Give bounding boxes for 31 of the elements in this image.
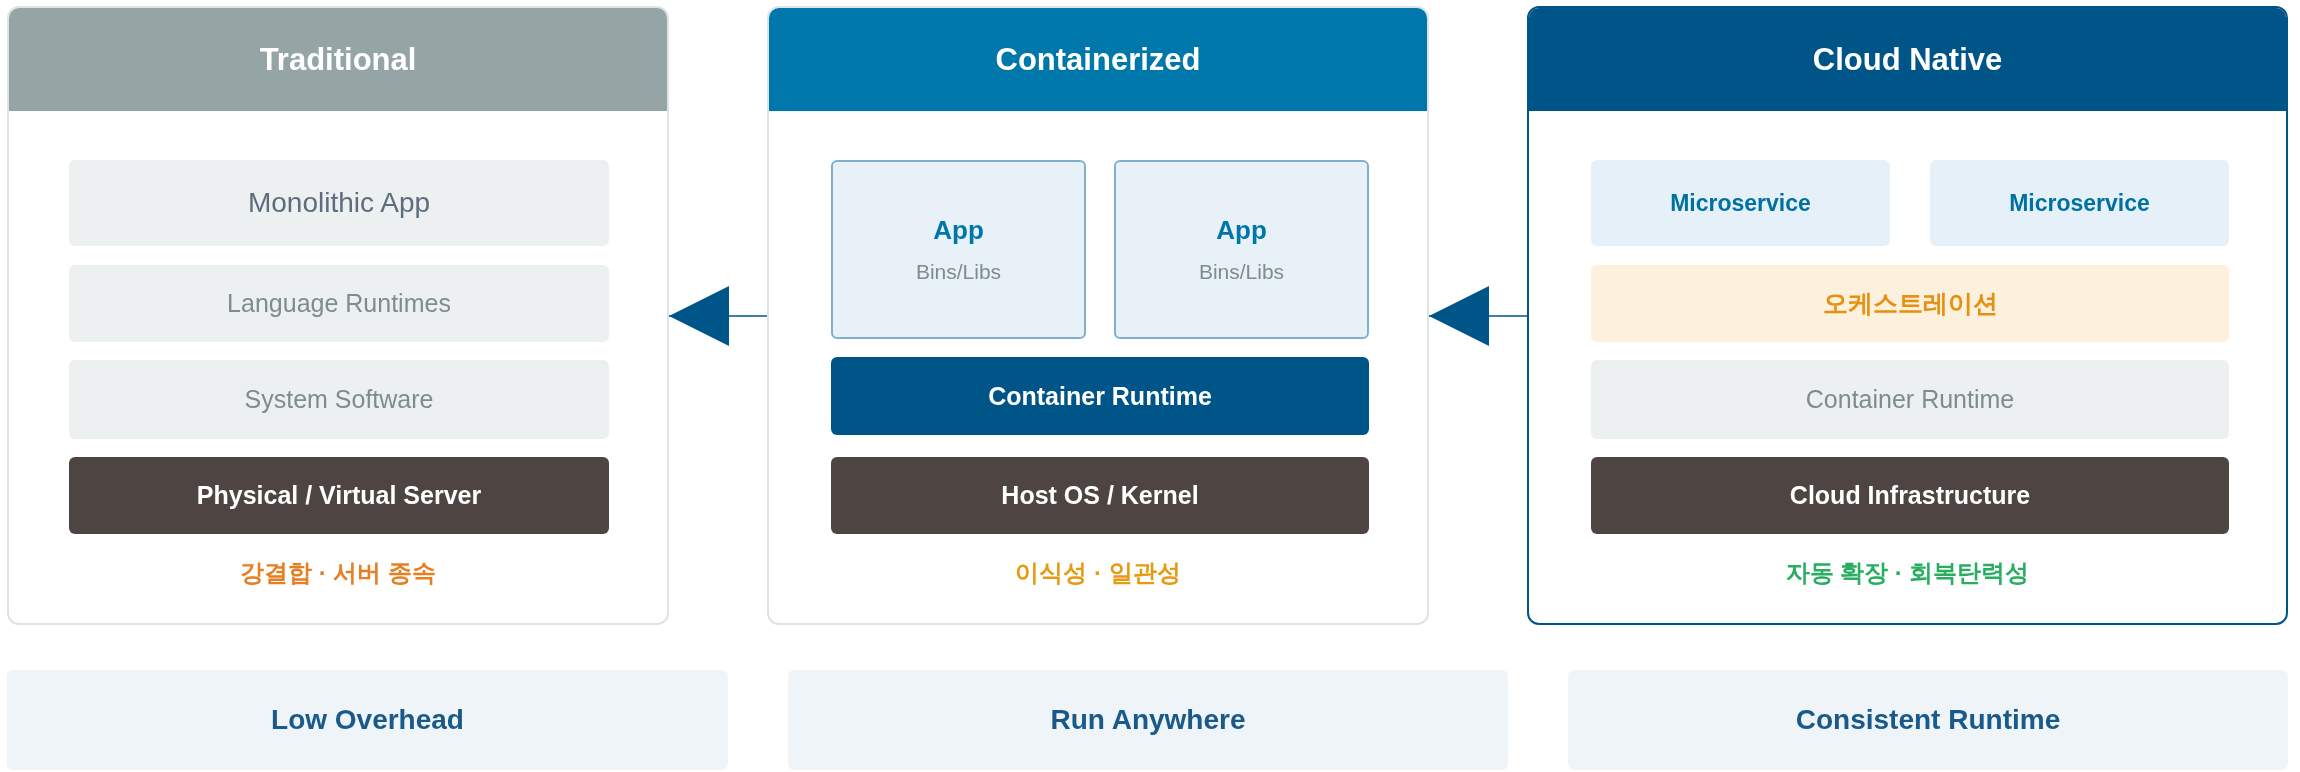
service-box: Microservice: [1591, 160, 1890, 246]
arrow: [1428, 286, 1528, 346]
arrow: [668, 286, 768, 346]
layer-box: Physical / Virtual Server: [69, 457, 609, 534]
layer-box: Container Runtime: [1591, 360, 2229, 439]
box-subtitle: Bins/Libs: [915, 260, 1002, 284]
layer-box: System Software: [69, 360, 609, 439]
stack-panel: [767, 6, 1429, 625]
layer-box: Host OS / Kernel: [831, 457, 1369, 534]
panel-caption: 이식성 · 일관성: [1014, 558, 1182, 588]
layer-box: Monolithic App: [69, 160, 609, 246]
layer-box: Container Runtime: [831, 357, 1369, 435]
app-box: [831, 160, 1086, 339]
box-title: App: [933, 215, 984, 246]
service-box: Microservice: [1930, 160, 2229, 246]
layer-box: Cloud Infrastructure: [1591, 457, 2229, 534]
box-title: App: [1216, 215, 1267, 246]
app-box: [1114, 160, 1369, 339]
stack-panel: [7, 6, 669, 625]
stack-panel: [1527, 6, 2288, 625]
panel-caption: 자동 확장 · 회복탄력성: [1784, 558, 2031, 588]
panel-header: Cloud Native: [1529, 8, 2286, 111]
layer-box: 오케스트레이션: [1591, 265, 2229, 342]
layer-box: Language Runtimes: [69, 265, 609, 342]
benefit-box: Consistent Runtime: [1568, 670, 2288, 770]
panel-header: Traditional: [9, 8, 667, 111]
benefit-box: Run Anywhere: [788, 670, 1508, 770]
panel-header: Containerized: [769, 8, 1427, 111]
panel-caption: 강결합 · 서버 종속: [239, 558, 437, 588]
benefit-box: Low Overhead: [7, 670, 728, 770]
box-subtitle: Bins/Libs: [1198, 260, 1285, 284]
